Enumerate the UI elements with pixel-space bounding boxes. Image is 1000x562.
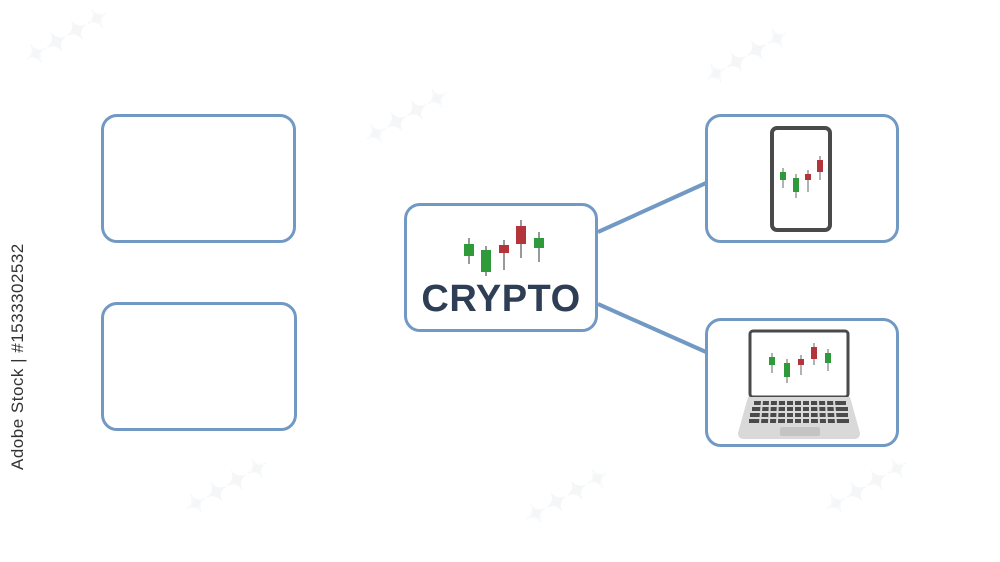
connector-to-laptop [597, 302, 707, 354]
connector-to-phone [597, 181, 707, 234]
empty-box-top-left [101, 114, 296, 243]
crypto-node: CRYPTO [404, 203, 598, 332]
laptop-node [705, 318, 899, 447]
stock-watermark-id: Adobe Stock | #1533302532 [8, 243, 27, 470]
crypto-label: CRYPTO [421, 278, 581, 320]
phone-node [705, 114, 899, 243]
smartphone-icon [770, 126, 832, 232]
laptop-icon [738, 329, 860, 439]
empty-box-bottom-left [101, 302, 297, 431]
candlestick-chart-icon [464, 220, 544, 276]
